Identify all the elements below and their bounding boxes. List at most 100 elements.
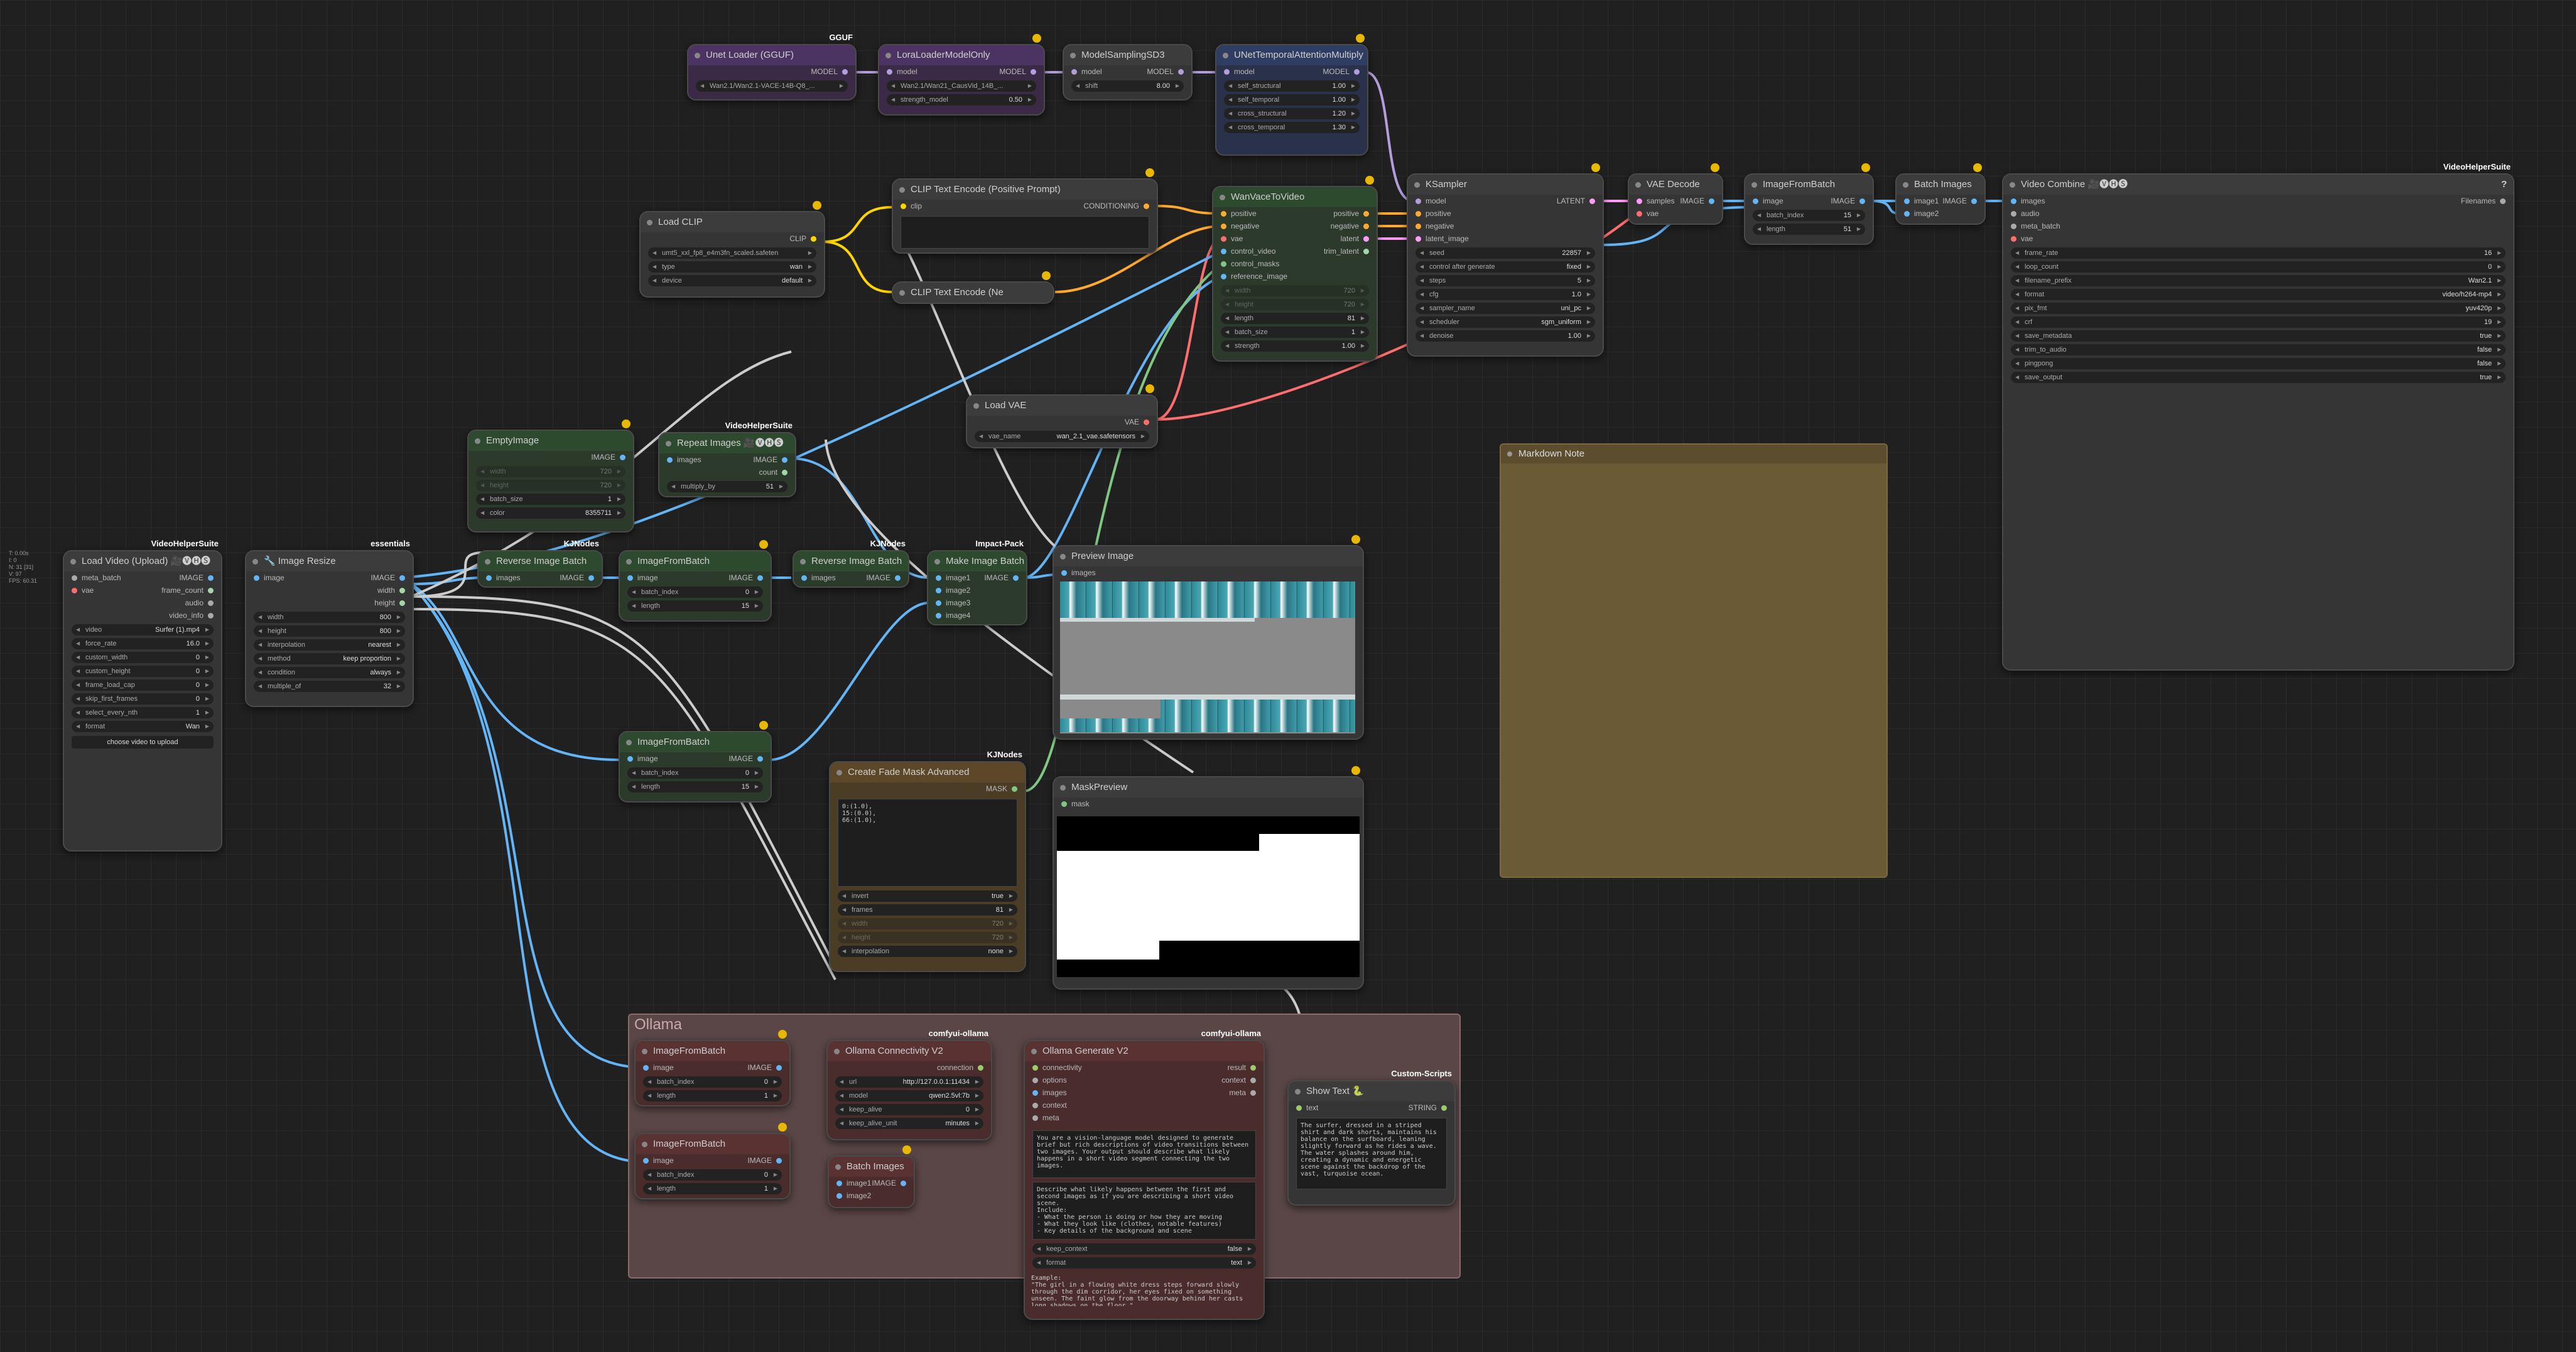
output-socket-icon[interactable] bbox=[842, 69, 848, 75]
collapse-dot-icon[interactable] bbox=[834, 1049, 840, 1054]
collapse-dot-icon[interactable] bbox=[1507, 452, 1512, 457]
output-socket-icon[interactable] bbox=[399, 588, 405, 593]
collapse-dot-icon[interactable] bbox=[973, 403, 979, 409]
output-text-display[interactable]: The surfer, dressed in a striped shirt a… bbox=[1296, 1118, 1447, 1189]
input-socket-icon[interactable] bbox=[627, 575, 633, 581]
output-socket-icon[interactable] bbox=[208, 613, 214, 619]
output-socket-icon[interactable] bbox=[901, 1181, 906, 1186]
input-socket-icon[interactable] bbox=[1296, 1105, 1302, 1111]
collapse-dot-icon[interactable] bbox=[626, 740, 632, 745]
output-socket-icon[interactable] bbox=[776, 1158, 782, 1164]
collapse-dot-icon[interactable] bbox=[1295, 1089, 1301, 1095]
output-socket-icon[interactable] bbox=[1441, 1105, 1447, 1111]
ollama-connectivity-node[interactable]: comfyui-ollama Ollama Connectivity V2 co… bbox=[826, 1029, 992, 1140]
output-socket-icon[interactable] bbox=[208, 600, 214, 606]
output-socket-icon[interactable] bbox=[1709, 198, 1714, 204]
collapse-dot-icon[interactable] bbox=[1070, 53, 1076, 58]
input-socket-icon[interactable] bbox=[936, 588, 941, 593]
output-socket-icon[interactable] bbox=[1363, 236, 1369, 242]
output-socket-icon[interactable] bbox=[811, 236, 816, 242]
output-socket-icon[interactable] bbox=[782, 457, 787, 463]
unet-name-combo[interactable]: Wan2.1/Wan2.1-VACE-14B-Q8_... bbox=[696, 80, 848, 92]
collapse-dot-icon[interactable] bbox=[485, 559, 490, 565]
output-socket-icon[interactable] bbox=[757, 575, 763, 581]
collapse-dot-icon[interactable] bbox=[885, 53, 891, 58]
unet-loader-node[interactable]: GGUF Unet Loader (GGUF) MODEL Wan2.1/Wan… bbox=[687, 33, 857, 100]
lora-name-combo[interactable]: Wan2.1/Wan21_CausVid_14B_... bbox=[887, 80, 1036, 92]
collapse-dot-icon[interactable] bbox=[1223, 53, 1228, 58]
input-socket-icon[interactable] bbox=[1224, 69, 1230, 75]
collapse-dot-icon[interactable] bbox=[2010, 182, 2015, 188]
input-socket-icon[interactable] bbox=[643, 1065, 649, 1071]
collapse-dot-icon[interactable] bbox=[934, 559, 940, 565]
input-socket-icon[interactable] bbox=[1221, 224, 1226, 229]
collapse-dot-icon[interactable] bbox=[642, 1049, 647, 1054]
output-socket-icon[interactable] bbox=[1859, 198, 1865, 204]
collapse-dot-icon[interactable] bbox=[899, 187, 905, 193]
input-socket-icon[interactable] bbox=[1904, 211, 1910, 217]
help-icon[interactable]: ? bbox=[2501, 179, 2507, 190]
output-socket-icon[interactable] bbox=[399, 600, 405, 606]
input-socket-icon[interactable] bbox=[1221, 236, 1226, 242]
video-combine-node[interactable]: VideoHelperSuite Video Combine 🎥🅥🅗🅢? ima… bbox=[2002, 162, 2514, 671]
output-socket-icon[interactable] bbox=[1589, 198, 1595, 204]
input-socket-icon[interactable] bbox=[2011, 224, 2016, 229]
input-socket-icon[interactable] bbox=[1032, 1065, 1038, 1071]
keyframes-textarea[interactable]: 0:(1.0), 15:(0.0), 66:(1.0), bbox=[838, 799, 1017, 887]
image-preview-grid[interactable] bbox=[1060, 581, 1355, 733]
prompt-textarea[interactable]: Describe what likely happens between the… bbox=[1032, 1182, 1256, 1240]
collapse-dot-icon[interactable] bbox=[800, 559, 806, 565]
output-socket-icon[interactable] bbox=[978, 1065, 983, 1071]
input-socket-icon[interactable] bbox=[1415, 236, 1421, 242]
collapse-dot-icon[interactable] bbox=[1220, 195, 1225, 200]
collapse-dot-icon[interactable] bbox=[899, 290, 905, 296]
input-socket-icon[interactable] bbox=[936, 575, 941, 581]
system-prompt-textarea[interactable]: You are a vision-language model designed… bbox=[1032, 1130, 1256, 1178]
input-socket-icon[interactable] bbox=[936, 600, 941, 606]
input-socket-icon[interactable] bbox=[1415, 198, 1421, 204]
mask-preview-node[interactable]: MaskPreview mask bbox=[1053, 766, 1364, 990]
output-socket-icon[interactable] bbox=[1971, 198, 1977, 204]
collapse-dot-icon[interactable] bbox=[475, 438, 480, 444]
input-socket-icon[interactable] bbox=[486, 575, 492, 581]
collapse-dot-icon[interactable] bbox=[1060, 785, 1066, 791]
output-socket-icon[interactable] bbox=[1250, 1090, 1256, 1096]
input-socket-icon[interactable] bbox=[1221, 211, 1226, 217]
